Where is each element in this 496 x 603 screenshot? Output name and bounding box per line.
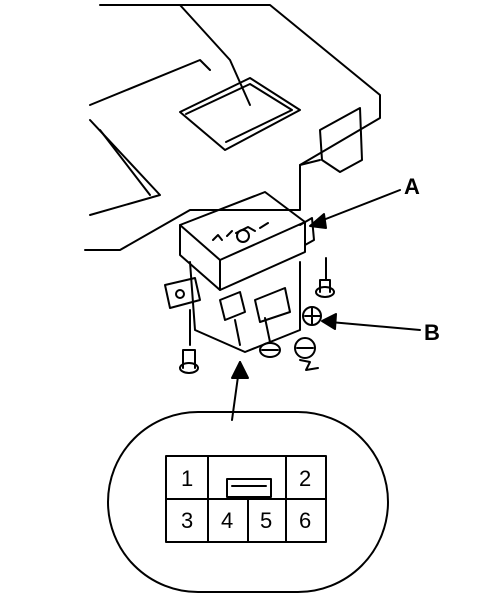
pin-1: 1 xyxy=(181,466,193,491)
dashboard-panel xyxy=(84,4,381,251)
pin-3: 3 xyxy=(181,508,193,533)
clip-b-upper xyxy=(302,306,322,326)
clip-center xyxy=(259,342,281,358)
switch-assembly xyxy=(164,191,315,353)
pin-5: 5 xyxy=(260,508,272,533)
connector-outline xyxy=(107,411,389,593)
arrowhead-a xyxy=(309,213,327,229)
screw-right-upper xyxy=(315,257,335,298)
connector-face xyxy=(165,455,327,543)
pin-6: 6 xyxy=(299,508,311,533)
callout-a: A xyxy=(404,174,420,199)
leader-b xyxy=(329,321,421,331)
leader-a xyxy=(317,189,401,223)
clip-b-lower xyxy=(294,337,319,371)
callout-b: B xyxy=(424,320,440,345)
pin-4: 4 xyxy=(221,508,233,533)
pin-2: 2 xyxy=(299,466,311,491)
screw-left xyxy=(179,309,199,374)
arrowhead-b xyxy=(321,313,337,330)
arrowhead-connector xyxy=(231,361,249,379)
